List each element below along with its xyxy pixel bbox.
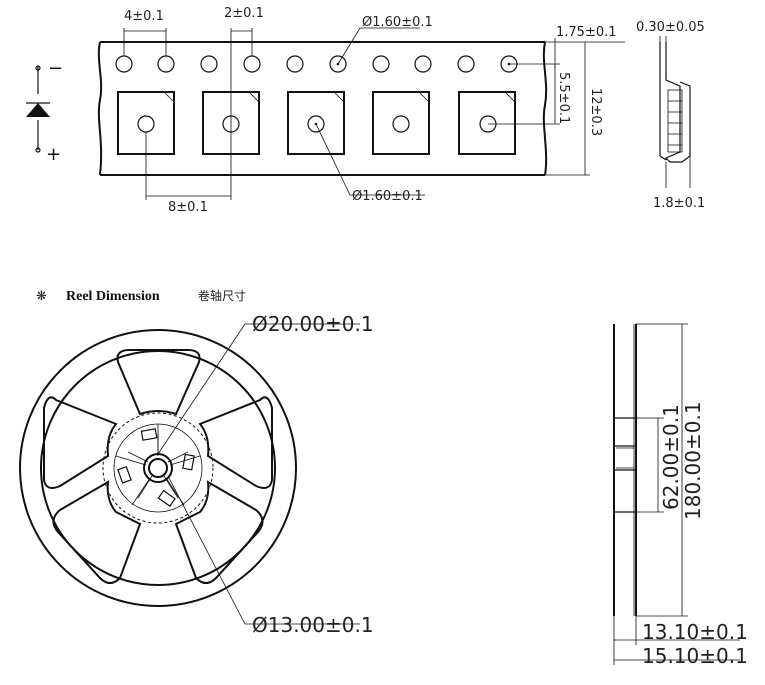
reel-title-cn: 卷轴尺寸 <box>198 288 246 303</box>
label-thickness: 0.30±0.05 <box>636 20 705 35</box>
sprocket-hole <box>115 55 133 73</box>
sprocket-hole <box>329 55 347 73</box>
sprocket-hole <box>157 55 175 73</box>
heading-bullet-icon: ❋ <box>36 289 47 304</box>
diode-triangle <box>26 103 50 117</box>
label-tape-width: 12±0.3 <box>588 88 603 136</box>
hub-slot <box>182 453 195 471</box>
sprocket-hole <box>200 55 218 73</box>
label-pocket-pitch: 8±0.1 <box>168 200 208 215</box>
label-hub-dia: Ø20.00±0.1 <box>252 312 374 336</box>
dim-pocket-pitch: 8±0.1 <box>145 132 231 215</box>
tape-right-break <box>542 41 548 176</box>
pocket <box>372 91 430 155</box>
pockets <box>117 91 516 155</box>
sprocket-hole <box>457 55 475 73</box>
pocket <box>458 91 516 155</box>
carrier-tape-top-view: 4±0.1 2±0.1 Ø1.60±0.1 1.75±0.1 5.5±0.1 1… <box>97 6 625 215</box>
label-hole-to-pocket: 2±0.1 <box>224 6 264 21</box>
pocket <box>287 91 345 155</box>
leader-center-dia <box>167 475 360 625</box>
sprocket-holes <box>115 55 518 73</box>
dim-row-offset: 5.5±0.1 <box>488 64 571 125</box>
reel-windows <box>43 349 273 584</box>
sprocket-hole <box>286 55 304 73</box>
label-pocket-hole-dia: Ø1.60±0.1 <box>352 189 423 204</box>
diode-symbol: − + <box>26 58 63 165</box>
pocket-hole <box>392 115 410 133</box>
reel-outer-rim <box>19 329 297 607</box>
tape-left-break <box>97 41 103 176</box>
dim-sprocket-hole-dia: Ø1.60±0.1 <box>337 15 433 65</box>
dim-edge-to-hole: 1.75±0.1 <box>509 25 625 68</box>
label-minus: − <box>48 58 63 79</box>
hub-slot <box>157 489 176 507</box>
dim-pocket-hole-dia: Ø1.60±0.1 <box>315 123 425 204</box>
label-hub-diameter-side: 62.00±0.1 <box>659 404 683 510</box>
tape-side-view: 0.30±0.05 1.8±0.1 <box>636 20 705 211</box>
reel-inner-rim <box>40 350 276 586</box>
pocket-hole <box>137 115 155 133</box>
reel-window <box>174 480 264 584</box>
reel-front-view: Ø20.00±0.1 Ø13.00±0.1 <box>19 312 374 637</box>
sprocket-hole <box>372 55 390 73</box>
hub-slot <box>140 428 158 441</box>
pocket-hole <box>307 115 325 133</box>
label-row-offset: 5.5±0.1 <box>556 72 571 124</box>
reel-window <box>198 396 273 489</box>
reel-window <box>43 396 118 489</box>
reel-heading: ❋ Reel Dimension 卷轴尺寸 <box>36 288 246 304</box>
label-reel-diameter: 180.00±0.1 <box>681 401 705 520</box>
label-sprocket-hole-dia: Ø1.60±0.1 <box>362 15 433 30</box>
sprocket-hole <box>243 55 261 73</box>
label-edge-to-hole: 1.75±0.1 <box>556 25 617 40</box>
label-hole-pitch: 4±0.1 <box>124 9 164 24</box>
leader-hub-dia <box>157 323 360 455</box>
label-center-dia: Ø13.00±0.1 <box>252 613 374 637</box>
sprocket-hole <box>414 55 432 73</box>
reel-side-view: 180.00±0.1 62.00±0.1 13.10±0.1 15.10±0.1 <box>613 323 748 668</box>
hub-boundary <box>102 412 214 524</box>
reel-window <box>116 349 201 416</box>
hub-slot <box>117 465 132 484</box>
dim-tape-width: 12±0.3 <box>545 42 603 176</box>
dim-hole-pitch: 4±0.1 <box>123 9 167 56</box>
reel-window <box>52 480 142 584</box>
reel-title: Reel Dimension <box>66 289 160 304</box>
label-plus: + <box>46 144 61 165</box>
dim-hole-to-pocket: 2±0.1 <box>224 6 264 200</box>
label-inner-width: 13.10±0.1 <box>642 620 748 644</box>
reel-center-hole <box>148 458 168 478</box>
label-pocket-depth: 1.8±0.1 <box>653 196 705 211</box>
label-outer-width: 15.10±0.1 <box>642 644 748 668</box>
